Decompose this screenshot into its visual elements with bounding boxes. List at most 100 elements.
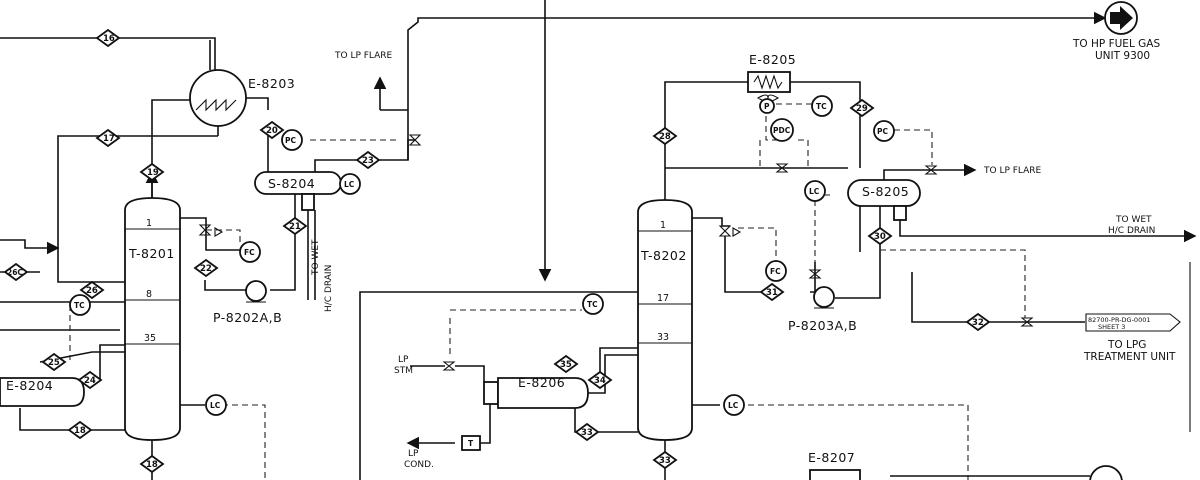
- offpage-arrow-hp-fuel: [1104, 1, 1138, 35]
- svg-text:32: 32: [972, 318, 984, 328]
- note-to-wet: TO WET: [1115, 215, 1152, 225]
- instrument-tc: TC: [69, 294, 91, 316]
- tray-label: 17: [657, 293, 669, 304]
- svg-text:26: 26: [86, 286, 98, 296]
- svg-text:TC: TC: [587, 300, 598, 309]
- stream-tag: 26C: [3, 262, 29, 282]
- stream-tag: 33: [652, 450, 678, 470]
- steam-trap: T: [461, 435, 481, 451]
- svg-text:PC: PC: [877, 127, 888, 136]
- vessel-s8204: S-8204: [254, 171, 342, 211]
- stream-tag: 21: [282, 216, 308, 236]
- tray-label: 1: [660, 220, 666, 231]
- stream-tag: 18: [67, 420, 93, 440]
- column-t8202: 1 17 33 T-8202: [637, 199, 693, 441]
- svg-text:29: 29: [856, 104, 868, 114]
- svg-text:FC: FC: [244, 248, 255, 257]
- svg-text:16: 16: [103, 34, 115, 44]
- svg-text:19: 19: [147, 168, 159, 178]
- instrument-fc: FC: [239, 241, 261, 263]
- instrument-lc: LC: [205, 394, 227, 416]
- pump-p8203: P-8203A,B: [788, 286, 857, 333]
- stream-tag: 32: [965, 312, 991, 332]
- instrument-lc: LC: [804, 180, 826, 202]
- exchanger-e8204: E-8204: [0, 377, 85, 407]
- svg-text:LC: LC: [728, 401, 739, 410]
- instrument-pc: PC: [281, 129, 303, 151]
- svg-text:23: 23: [362, 156, 374, 166]
- svg-text:26C: 26C: [7, 268, 23, 277]
- stream-tag: 30: [867, 226, 893, 246]
- equipment-tag-t8202: T-8202: [640, 248, 687, 263]
- aircooler-e8205: E-8205: [747, 52, 796, 102]
- svg-text:28: 28: [659, 132, 671, 142]
- exchanger-e8206: E-8206: [483, 375, 589, 409]
- note-to-lpg: TO LPG: [1107, 339, 1146, 351]
- stream-tag: 16: [95, 28, 121, 48]
- svg-text:17: 17: [103, 134, 115, 144]
- note-to-lp-flare: TO LP FLARE: [334, 51, 393, 61]
- note-unit-9300: UNIT 9300: [1095, 50, 1150, 62]
- equipment-tag-e8203: E-8203: [248, 76, 295, 91]
- instrument-fc: FC: [765, 260, 787, 282]
- stream-tag: 35: [553, 354, 579, 374]
- instrument-lc: LC: [723, 394, 745, 416]
- note-lp-cond: LP: [408, 449, 419, 459]
- stream-tag: 24: [77, 370, 103, 390]
- stream-tag: 34: [587, 370, 613, 390]
- stream-tag: 23: [355, 150, 381, 170]
- exchanger-e8203: E-8203: [189, 69, 295, 127]
- svg-text:TC: TC: [816, 102, 827, 111]
- column-t8201: 1 8 35 T-8201: [124, 197, 181, 441]
- svg-text:33: 33: [581, 428, 593, 438]
- offpage-arrow-bottom: [1089, 465, 1123, 480]
- svg-text:35: 35: [560, 360, 572, 370]
- svg-text:31: 31: [766, 288, 778, 298]
- note-hp-fuel-gas: TO HP FUEL GAS: [1072, 38, 1160, 50]
- stream-tag: 26: [79, 280, 105, 300]
- note-stm: STM: [394, 366, 413, 376]
- instrument-lc: LC: [339, 173, 361, 195]
- equipment-tag-p8202: P-8202A,B: [213, 310, 282, 325]
- svg-text:18: 18: [74, 426, 86, 436]
- equipment-tag-e8204: E-8204: [6, 378, 53, 393]
- svg-text:LC: LC: [210, 401, 221, 410]
- svg-text:21: 21: [289, 222, 301, 232]
- svg-text:33: 33: [659, 456, 671, 466]
- stream-tag: 19: [139, 162, 165, 182]
- annotations: TO LP FLARE TO LP FLARE TO HP FUEL GAS U…: [311, 38, 1176, 470]
- equipment-tag-t8201: T-8201: [128, 246, 175, 261]
- stream-tag: 29: [849, 98, 875, 118]
- equipment-tag-s8205: S-8205: [862, 184, 909, 199]
- svg-text:LC: LC: [344, 180, 355, 189]
- equipment-tag-e8206: E-8206: [518, 375, 565, 390]
- instruments: PC LC FC TC LC PC TC P PDC LC FC TC LC T: [69, 95, 895, 451]
- note-to-lp-flare-2: TO LP FLARE: [983, 166, 1042, 176]
- instrument-pdc: PDC: [770, 118, 794, 142]
- svg-text:22: 22: [200, 264, 212, 274]
- svg-text:T: T: [468, 439, 474, 448]
- svg-text:PC: PC: [285, 136, 296, 145]
- vessel-s8205: S-8205: [847, 179, 921, 221]
- svg-text:P: P: [764, 102, 770, 111]
- stream-tag: 25: [41, 352, 67, 372]
- equipment-tag-p8203: P-8203A,B: [788, 318, 857, 333]
- stream-tag: 20: [259, 120, 285, 140]
- stream-tags: 16 17 19 20 21 22 23 24 25 26 26C 18 18 …: [3, 28, 991, 474]
- instrument-tc: TC: [811, 95, 833, 117]
- svg-text:34: 34: [594, 376, 606, 386]
- stream-tag: 17: [95, 128, 121, 148]
- offpage-drawing-number: 82700-PR-DG-0001: [1088, 316, 1150, 324]
- note-hc-drain: H/C DRAIN: [1108, 226, 1155, 236]
- tray-label: 1: [146, 218, 152, 229]
- svg-text:FC: FC: [770, 267, 781, 276]
- note-cond: COND.: [404, 460, 434, 470]
- tray-label: 33: [657, 332, 669, 343]
- svg-text:TC: TC: [74, 301, 85, 310]
- stream-tag: 28: [652, 126, 678, 146]
- stream-tag: 33: [574, 422, 600, 442]
- svg-text:PDC: PDC: [773, 126, 791, 135]
- equipment-tag-e8205: E-8205: [749, 52, 796, 67]
- note-treatment-unit: TREATMENT UNIT: [1083, 351, 1176, 363]
